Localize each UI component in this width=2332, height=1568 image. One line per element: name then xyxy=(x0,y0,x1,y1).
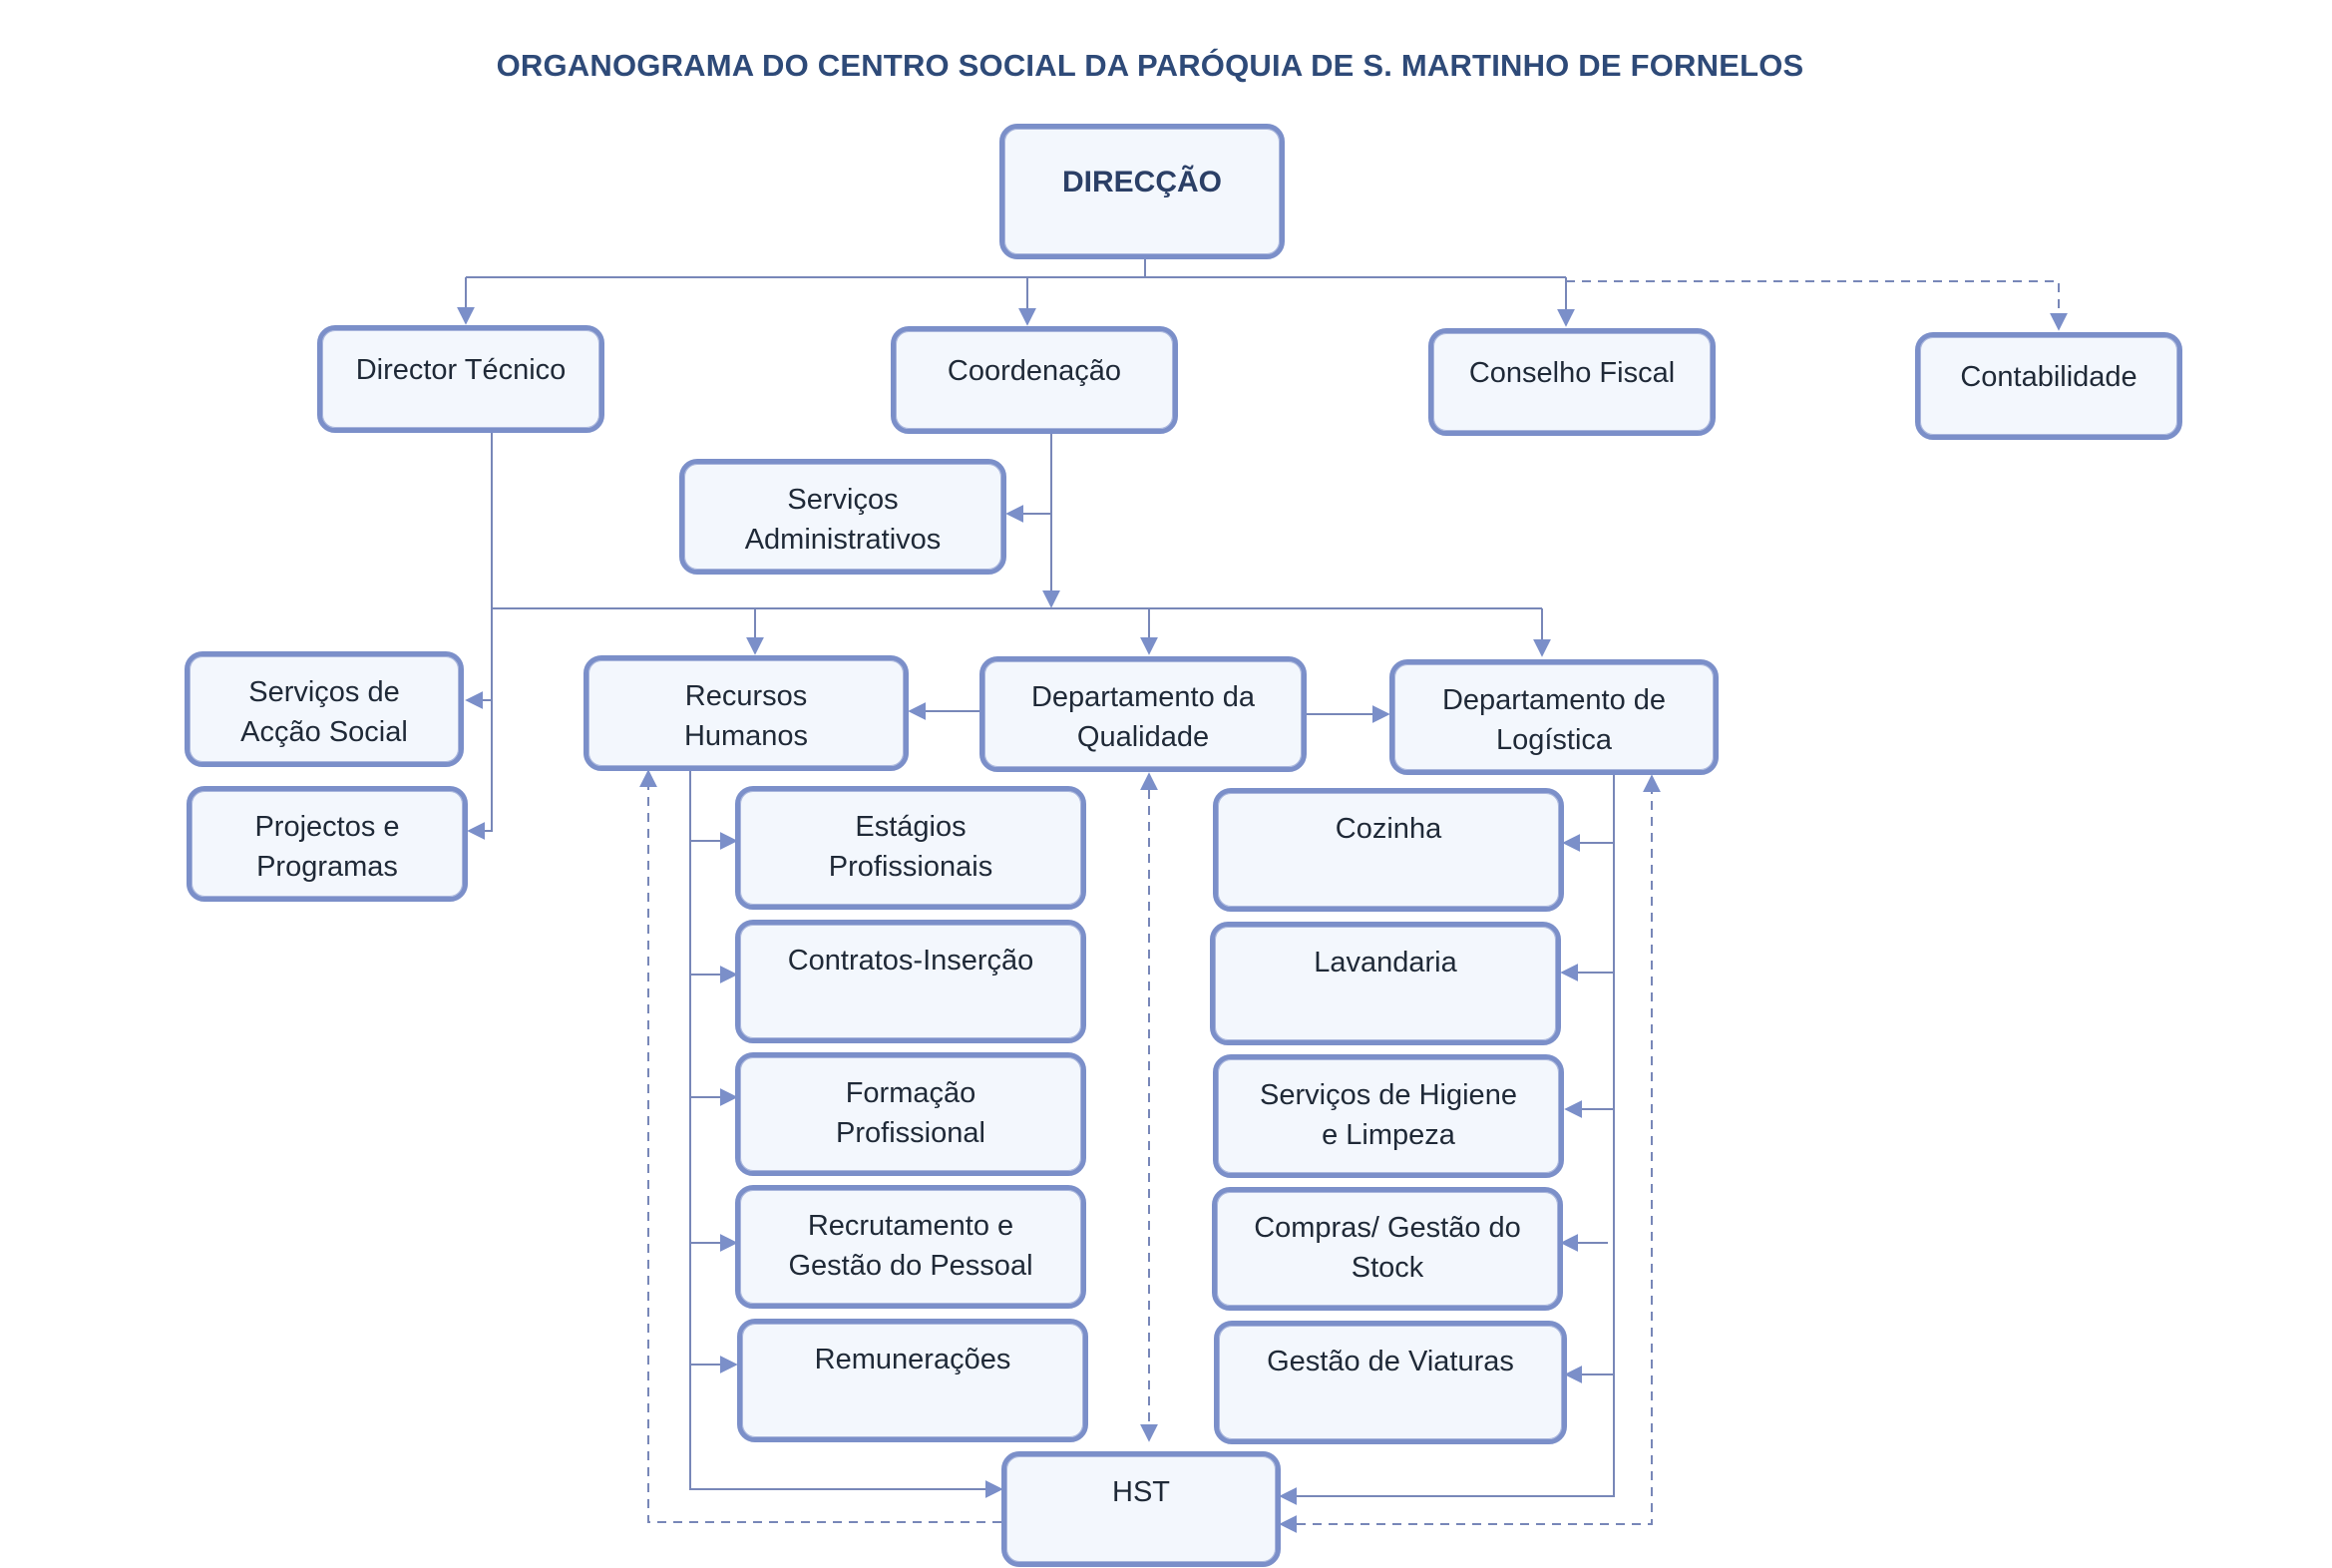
node-label: Remunerações xyxy=(814,1344,1011,1375)
node-label: Serviços xyxy=(787,484,899,516)
node-label: Administrativos xyxy=(744,524,942,556)
node-contratos-insercao: Contratos-Inserção xyxy=(735,920,1086,1043)
node-label: Departamento de xyxy=(1441,684,1667,716)
node-label: Cozinha xyxy=(1335,813,1442,845)
edge-rh-trunk xyxy=(689,771,1003,1498)
node-label: DIRECÇÃO xyxy=(1061,166,1222,198)
node-recrutamento-gestao: Recrutamento e Gestão do Pessoal xyxy=(735,1185,1086,1309)
node-label: Contabilidade xyxy=(1960,361,2138,393)
node-departamento-qualidade: Departamento da Qualidade xyxy=(979,656,1307,772)
edge-to-contabilidade xyxy=(1566,280,2068,331)
node-label: Recrutamento e xyxy=(807,1210,1014,1242)
node-label: Serviços de xyxy=(248,676,400,708)
node-label: e Limpeza xyxy=(1322,1119,1455,1151)
node-label: Profissional xyxy=(836,1117,985,1149)
node-label: Programas xyxy=(256,851,398,883)
node-remuneracoes: Remunerações xyxy=(737,1319,1088,1442)
node-label: Acção Social xyxy=(240,716,408,748)
node-label: Serviços de Higiene xyxy=(1260,1079,1517,1111)
node-label: Gestão do Pessoal xyxy=(788,1250,1033,1282)
node-contabilidade: Contabilidade xyxy=(1915,332,2182,440)
node-label: Lavandaria xyxy=(1314,947,1457,979)
node-higiene-limpeza: Serviços de Higiene e Limpeza xyxy=(1213,1054,1564,1178)
node-label: Compras/ Gestão do xyxy=(1254,1212,1521,1244)
edge-hst-logistica-dashed xyxy=(1279,774,1661,1533)
node-label: Logística xyxy=(1495,724,1613,756)
node-label: Projectos e xyxy=(254,811,400,843)
edge-director-trunk xyxy=(477,431,493,832)
node-conselho-fiscal: Conselho Fiscal xyxy=(1428,328,1716,436)
node-label: Humanos xyxy=(683,720,809,752)
node-direccao: DIRECÇÃO xyxy=(999,124,1285,259)
node-director-tecnico: Director Técnico xyxy=(317,325,604,433)
node-label: Stock xyxy=(1351,1252,1424,1284)
node-label: Gestão de Viaturas xyxy=(1267,1346,1514,1377)
node-label: Contratos-Inserção xyxy=(787,945,1034,977)
node-compras-stock: Compras/ Gestão do Stock xyxy=(1212,1187,1563,1311)
node-coordenacao: Coordenação xyxy=(891,326,1178,434)
node-lavandaria: Lavandaria xyxy=(1210,922,1561,1045)
node-label: Qualidade xyxy=(1076,721,1210,753)
node-projectos-programas: Projectos e Programas xyxy=(187,786,468,902)
node-label: Profissionais xyxy=(828,851,993,883)
chart-title: ORGANOGRAMA DO CENTRO SOCIAL DA PARÓQUIA… xyxy=(496,48,1804,83)
node-label: Departamento da xyxy=(1030,681,1256,713)
node-label: Director Técnico xyxy=(355,354,567,386)
node-label: HST xyxy=(1112,1476,1170,1508)
node-label: Recursos xyxy=(684,680,808,712)
node-servicos-accao-social: Serviços de Acção Social xyxy=(185,651,464,767)
node-label: Formação xyxy=(845,1077,976,1109)
node-label: Estágios xyxy=(855,811,967,843)
node-label: Conselho Fiscal xyxy=(1468,357,1676,389)
edge-hst-rh-dashed xyxy=(639,769,1001,1523)
node-hst: HST xyxy=(1001,1451,1281,1567)
node-departamento-logistica: Departamento de Logística xyxy=(1389,659,1719,775)
node-gestao-viaturas: Gestão de Viaturas xyxy=(1214,1321,1567,1444)
node-label: Coordenação xyxy=(947,355,1122,387)
node-cozinha: Cozinha xyxy=(1213,788,1564,912)
